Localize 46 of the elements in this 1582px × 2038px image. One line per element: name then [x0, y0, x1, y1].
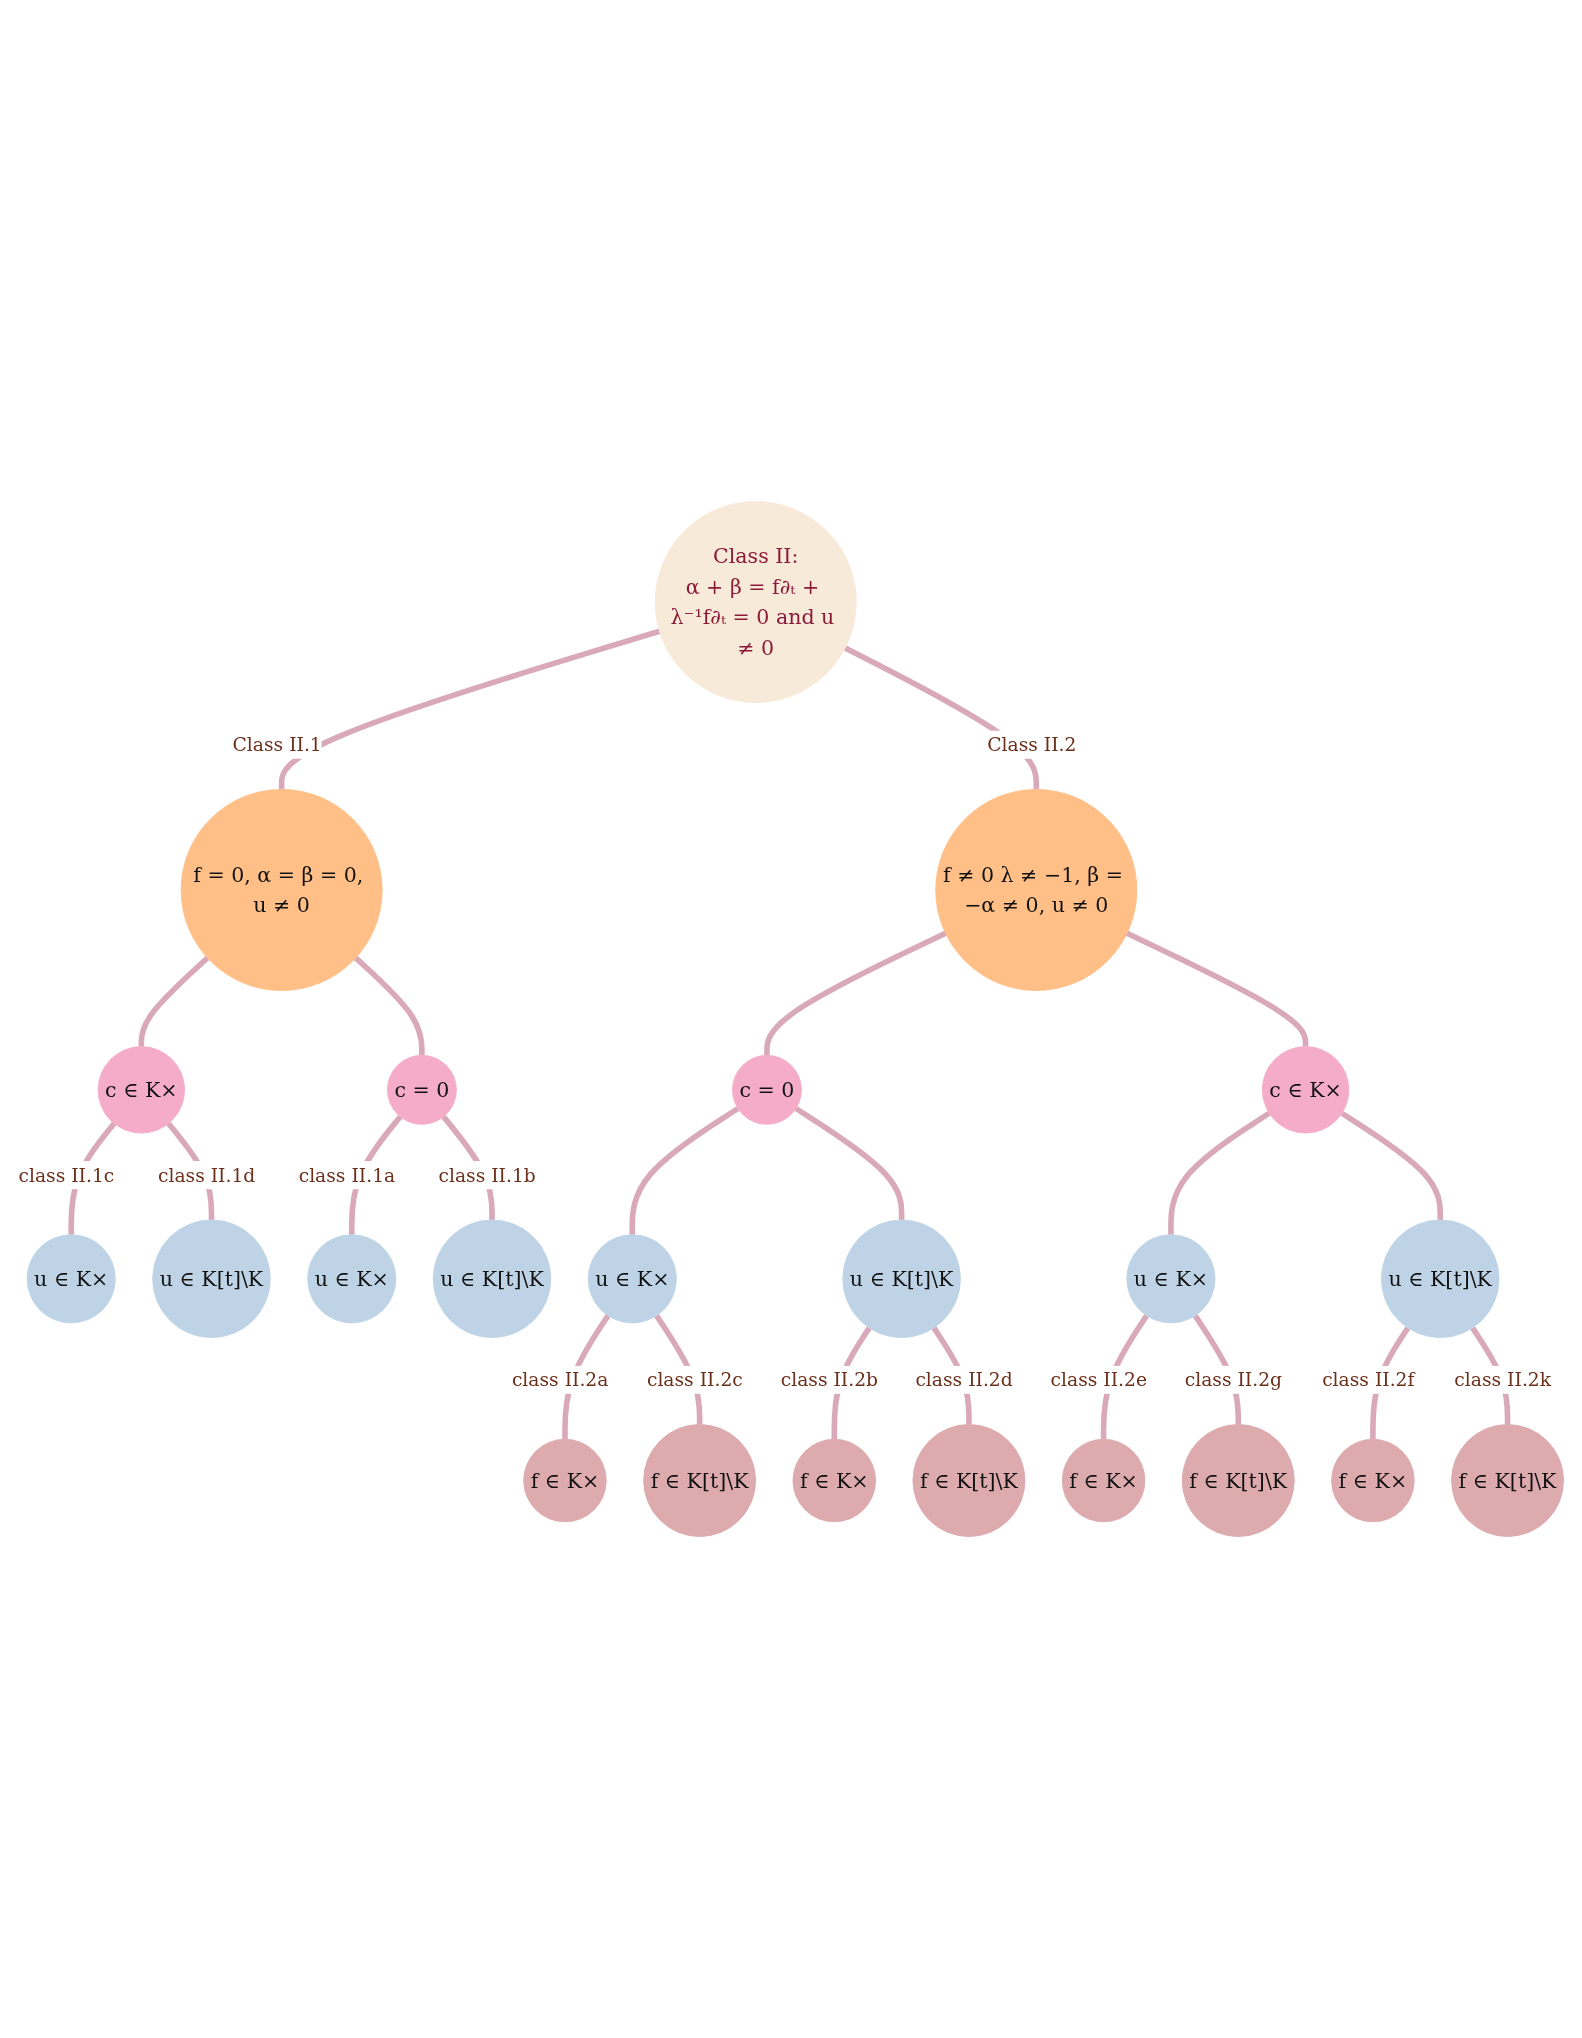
node-circle: u ∈ K[t]\K [432, 1219, 552, 1339]
connector [1340, 1110, 1444, 1221]
edge-label: class II.1d [157, 1163, 256, 1187]
node-circle: f ∈ K[t]\K [912, 1424, 1026, 1537]
edge-label: class II.2c [646, 1368, 743, 1391]
node-circle: u ∈ K× [587, 1234, 677, 1324]
edge-label: class II.2a [511, 1368, 609, 1391]
edge-label: class II.2f [1322, 1368, 1415, 1391]
node-circle: f ≠ 0 λ ≠ −1, β = −α ≠ 0, u ≠ 0 [935, 789, 1138, 991]
connector [353, 955, 425, 1056]
node-circle: u ∈ K× [1126, 1234, 1216, 1324]
node-circle: Class II: α + β = f∂ₜ + λ⁻¹f∂ₜ = 0 and u ≠ 0 [654, 501, 857, 703]
edge-label: class II.1b [438, 1163, 536, 1187]
node-circle: u ∈ K[t]\K [152, 1219, 271, 1339]
node-circle: f ∈ K[t]\K [643, 1424, 757, 1537]
node-circle: u ∈ K× [26, 1234, 116, 1324]
node-circle: c ∈ K× [97, 1046, 186, 1134]
node-circle: u ∈ K[t]\K [842, 1219, 961, 1339]
edge-label: class II.1a [298, 1163, 396, 1187]
edge-label: class II.2e [1050, 1368, 1147, 1391]
connector [278, 628, 661, 790]
connector [764, 930, 947, 1056]
edge-label: class II.2k [1454, 1368, 1552, 1391]
node-circle: f ∈ K× [523, 1438, 607, 1523]
node-circle: f = 0, α = β = 0, u ≠ 0 [180, 789, 383, 991]
connector [629, 1106, 740, 1235]
edge-label: class II.2b [780, 1368, 879, 1391]
connector [1125, 930, 1309, 1047]
edge-label: Class II.2 [987, 733, 1077, 756]
node-circle: f ∈ K× [792, 1438, 877, 1523]
node-circle: c = 0 [386, 1054, 457, 1125]
connector [138, 955, 210, 1047]
edge-label: Class II.1 [232, 733, 322, 756]
node-circle: f ∈ K[t]\K [1451, 1424, 1564, 1537]
node-circle: u ∈ K× [307, 1234, 397, 1324]
edge-label: class II.2d [915, 1368, 1013, 1391]
node-circle: c = 0 [732, 1054, 802, 1125]
node-circle: c ∈ K× [1261, 1046, 1350, 1134]
node-circle: u ∈ K[t]\K [1380, 1219, 1500, 1339]
node-circle: f ∈ K× [1061, 1438, 1146, 1523]
connector [794, 1106, 905, 1221]
node-circle: f ∈ K[t]\K [1181, 1424, 1295, 1537]
edge-label: class II.1c [18, 1163, 115, 1187]
edge-label: class II.2g [1184, 1368, 1283, 1391]
connector [1168, 1110, 1271, 1235]
node-circle: f ∈ K× [1331, 1438, 1415, 1523]
